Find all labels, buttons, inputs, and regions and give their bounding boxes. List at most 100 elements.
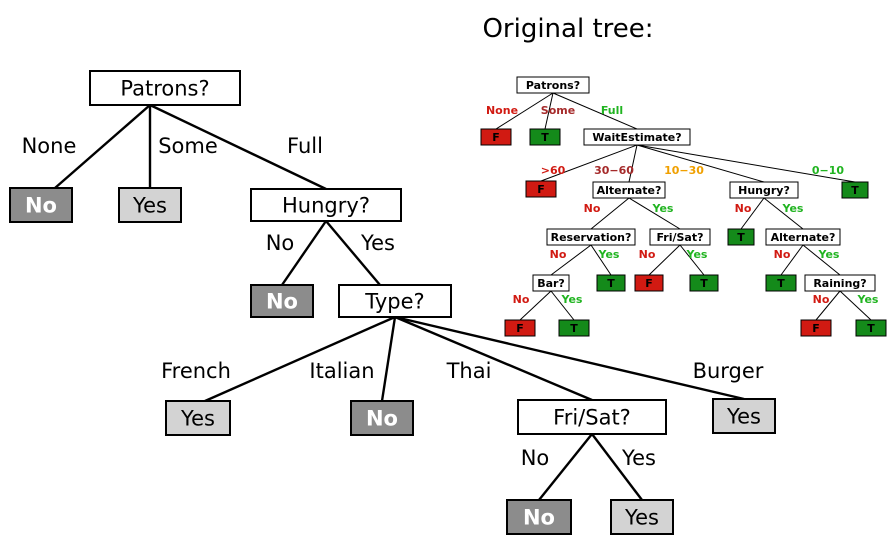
leaf-french-box (165, 400, 231, 436)
leaf-frisat-no: No (506, 499, 572, 535)
orig-wait-node: WaitEstimate? (583, 128, 691, 146)
leaf-none-box (9, 187, 73, 223)
orig-edge-patrons-full (552, 92, 638, 130)
hungry-node-label: Hungry? (282, 194, 370, 218)
leaf-some-box (118, 187, 182, 223)
orig-leaf-frisat-yes-label: T (700, 277, 708, 290)
orig-leaf-frisat-no-label: F (645, 277, 653, 290)
orig-hungry-node-box (729, 181, 799, 199)
orig-label-raining-yes: Yes (857, 293, 879, 306)
orig-leaf-gt60-label: F (537, 183, 545, 196)
patrons-node-label: Patrons? (120, 77, 209, 101)
orig-label-alternate2-no: No (774, 248, 791, 261)
leaf-french-label: Yes (180, 407, 215, 431)
orig-edge-bar-yes (550, 290, 575, 321)
label-none: None (22, 134, 77, 158)
orig-hungry-node-label: Hungry? (738, 184, 790, 197)
orig-leaf-some: T (529, 128, 561, 146)
label-burger: Burger (693, 359, 764, 383)
orig-leaf-raining-no-box (800, 319, 832, 337)
orig-edge-alternate2-no (780, 244, 804, 276)
leaf-frisat-yes: Yes (610, 499, 674, 535)
orig-label-alternate1-no: No (584, 202, 601, 215)
orig-edge-wait-30-60 (628, 144, 638, 183)
orig-alternate1-node-box (592, 181, 666, 199)
label-frisat-no: No (521, 446, 550, 470)
leaf-hungry-no: No (250, 284, 314, 318)
orig-frisat-node-label: Fri/Sat? (656, 231, 703, 244)
leaf-burger-box (712, 398, 776, 434)
orig-bar-node: Bar? (532, 274, 570, 292)
edge-hungry-no (281, 220, 327, 286)
orig-edge-patrons-some (544, 92, 554, 130)
orig-raining-node-label: Raining? (813, 277, 866, 290)
leaf-none: No (9, 187, 73, 223)
leaf-italian: No (350, 400, 414, 436)
orig-label-none: None (486, 104, 518, 117)
label-thai: Thai (446, 359, 492, 383)
orig-leaf-alternate2-no-box (765, 274, 797, 292)
orig-bar-node-label: Bar? (537, 277, 565, 290)
label-french: French (161, 359, 231, 383)
label-hungry-no: No (266, 231, 295, 255)
orig-edge-alternate1-no (590, 197, 630, 230)
orig-leaf-none-label: F (492, 131, 500, 144)
label-some: Some (158, 134, 218, 158)
frisat-node-box (517, 399, 667, 435)
orig-leaf-raining-yes-label: T (867, 322, 875, 335)
orig-bar-node-box (532, 274, 570, 292)
orig-alternate1-node-label: Alternate? (597, 184, 662, 197)
orig-label-hungry-yes: Yes (782, 202, 804, 215)
orig-label-reservation-yes: Yes (598, 248, 620, 261)
orig-label-0-10: 0−10 (812, 164, 845, 177)
orig-leaf-raining-no: F (800, 319, 832, 337)
orig-leaf-bar-no-label: F (516, 322, 524, 335)
orig-leaf-none-box (480, 128, 512, 146)
edge-type-french (204, 315, 396, 403)
orig-leaf-raining-no-label: F (812, 322, 820, 335)
orig-alternate2-node-label: Alternate? (771, 231, 836, 244)
orig-alternate1-node: Alternate? (592, 181, 666, 199)
orig-leaf-0-10-box (841, 181, 869, 199)
orig-patrons-node: Patrons? (516, 76, 590, 94)
orig-edge-wait-10-30 (636, 144, 765, 183)
orig-edge-frisat-yes (679, 244, 705, 276)
edge-frisat-yes (591, 433, 643, 501)
orig-patrons-node-label: Patrons? (526, 79, 580, 92)
leaf-french: Yes (165, 400, 231, 436)
orig-leaf-some-box (529, 128, 561, 146)
orig-edge-wait-gt60 (540, 144, 638, 182)
leaf-frisat-yes-box (610, 499, 674, 535)
leaf-frisat-no-label: No (523, 506, 555, 530)
frisat-node: Fri/Sat? (517, 399, 667, 435)
orig-label-bar-yes: Yes (561, 293, 583, 306)
orig-wait-node-label: WaitEstimate? (592, 131, 681, 144)
orig-edge-wait-0-10 (636, 144, 856, 183)
orig-label-alternate2-yes: Yes (818, 248, 840, 261)
orig-label-gt60: >60 (541, 164, 566, 177)
label-hungry-yes: Yes (360, 231, 395, 255)
orig-leaf-hungry-no: T (727, 228, 755, 246)
orig-label-bar-no: No (513, 293, 530, 306)
original-tree-title: Original tree: (482, 14, 653, 44)
patrons-node-box (89, 70, 241, 106)
orig-label-some: Some (541, 104, 575, 117)
orig-leaf-bar-yes-box (558, 319, 590, 337)
orig-leaf-gt60-box (525, 180, 557, 198)
orig-label-frisat-no: No (639, 248, 656, 261)
orig-edge-patrons-none (495, 92, 554, 130)
orig-leaf-hungry-no-box (727, 228, 755, 246)
orig-edge-raining-yes (839, 290, 872, 321)
orig-leaf-bar-yes: T (558, 319, 590, 337)
frisat-node-label: Fri/Sat? (553, 406, 631, 430)
label-full: Full (287, 134, 323, 158)
orig-leaf-gt60: F (525, 180, 557, 198)
orig-edge-hungry-no (740, 197, 765, 230)
orig-label-30-60: 30−60 (594, 164, 634, 177)
leaf-hungry-no-label: No (266, 290, 298, 314)
orig-edge-alternate1-yes (628, 197, 681, 230)
leaf-hungry-no-box (250, 284, 314, 318)
orig-reservation-node-label: Reservation? (551, 231, 632, 244)
orig-leaf-alternate2-no-label: T (777, 277, 785, 290)
